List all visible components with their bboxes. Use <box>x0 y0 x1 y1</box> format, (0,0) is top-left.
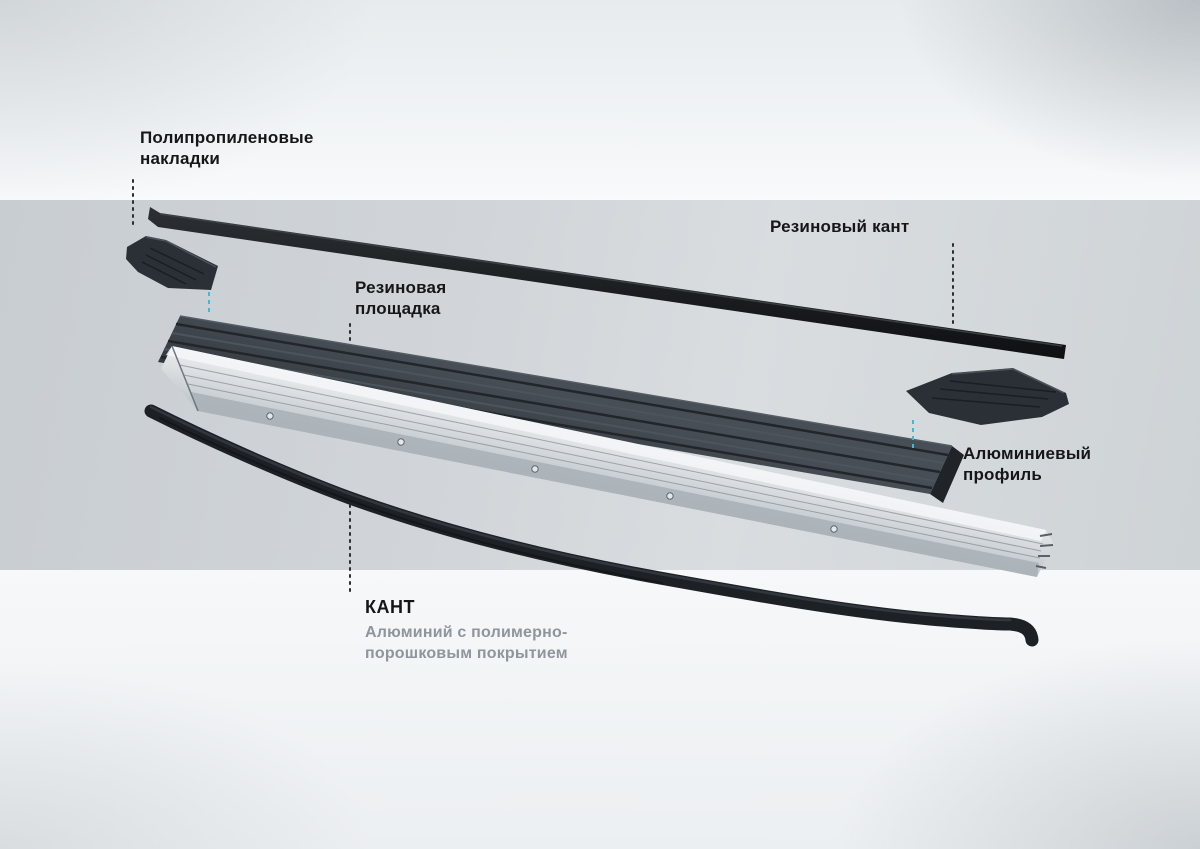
rivet-holes <box>266 412 838 533</box>
label-kant: КАНТ Алюминий с полимерно- порошковым по… <box>365 596 568 664</box>
label-line: накладки <box>140 149 221 168</box>
leader-lines <box>132 179 954 595</box>
background-band-top <box>0 0 1200 200</box>
label-rubber-platform: Резиновая площадка <box>355 277 446 319</box>
kant-subtitle-line: порошковым покрытием <box>365 645 568 662</box>
part-aluminum-profile <box>161 345 1054 577</box>
part-rubber-edge-strip <box>148 207 1066 359</box>
label-line: Алюминиевый <box>963 444 1092 463</box>
part-rubber-platform <box>158 315 964 503</box>
label-line: площадка <box>355 299 441 318</box>
label-line: Полипропиленовые <box>140 128 314 147</box>
label-polypropylene-pads: Полипропиленовые накладки <box>140 127 314 169</box>
label-aluminum-profile: Алюминиевый профиль <box>963 443 1091 485</box>
background-band-bottom <box>0 570 1200 849</box>
part-kant-bar <box>144 404 1039 647</box>
kant-subtitle-line: Алюминий с полимерно- <box>365 624 568 641</box>
label-rubber-edge: Резиновый кант <box>770 216 909 237</box>
kant-title: КАНТ <box>365 597 415 617</box>
label-line: Резиновый кант <box>770 217 910 236</box>
part-pp-pad-right <box>906 368 1069 425</box>
profile-fins <box>1035 533 1054 569</box>
label-line: профиль <box>963 465 1043 484</box>
part-pp-pad-left <box>126 236 218 290</box>
label-line: Резиновая <box>355 278 447 297</box>
